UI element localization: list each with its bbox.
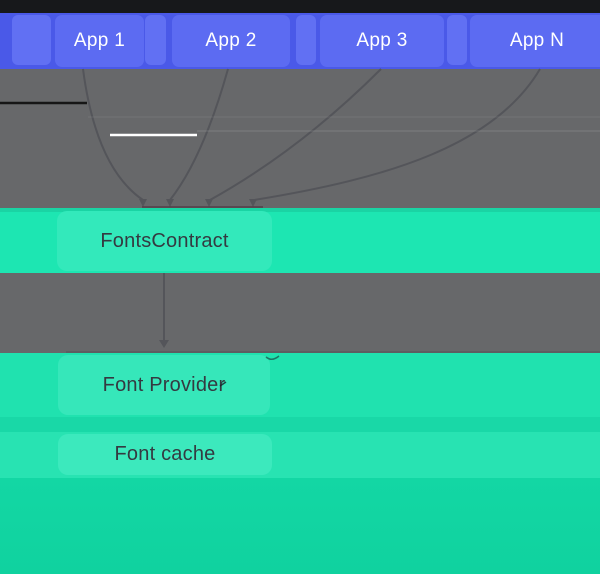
app-box-n: App N <box>470 15 600 67</box>
app-box-3: App 3 <box>320 15 444 67</box>
app-partial-strip-1 <box>145 15 166 65</box>
gray-zone-upper <box>0 69 600 208</box>
bottom-base-section <box>0 478 600 574</box>
app-label-2: App 2 <box>205 30 257 51</box>
font-cache-label: Font cache <box>114 443 216 465</box>
app-box-1: App 1 <box>55 15 144 67</box>
font-provider-box: Font Provider <box>58 355 270 415</box>
app-partial-strip-3 <box>447 15 467 65</box>
app-partial-strip-2 <box>296 15 316 65</box>
apps-bar: App 1 App 2 App 3 App N <box>0 13 600 69</box>
teal-divider-band <box>0 417 600 432</box>
fonts-contract-label: FontsContract <box>100 229 229 252</box>
font-provider-label: Font Provider <box>102 373 226 396</box>
app-label-1: App 1 <box>73 30 126 51</box>
font-provider-bar: Font Provider <box>0 353 600 417</box>
font-cache-bar: Font cache <box>0 432 600 478</box>
font-cache-box: Font cache <box>58 434 272 475</box>
fonts-contract-box: FontsContract <box>57 211 272 271</box>
app-label-3: App 3 <box>356 30 408 51</box>
app-label-n: App N <box>509 30 565 51</box>
gray-zone-middle <box>0 273 600 353</box>
bar-top-edge <box>0 208 600 212</box>
app-partial-strip-left <box>12 15 51 65</box>
fonts-contract-bar: FontsContract <box>0 208 600 273</box>
top-dark-bar <box>0 0 600 13</box>
app-box-2: App 2 <box>172 15 290 67</box>
